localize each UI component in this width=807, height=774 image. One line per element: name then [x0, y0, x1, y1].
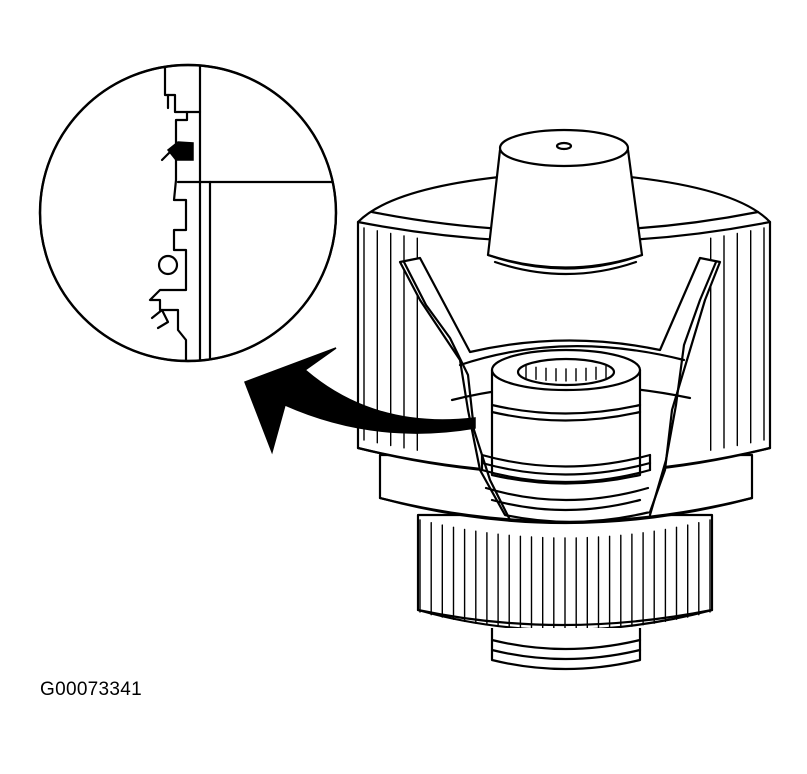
seal-installer-tool [486, 128, 644, 276]
seal-ring [480, 453, 652, 484]
figure-id-label: G00073341 [40, 679, 143, 700]
drum-splines [363, 227, 765, 451]
callout-arrow [244, 347, 476, 455]
lower-hub-splines [419, 519, 711, 631]
detail-section-view [148, 65, 336, 361]
detail-magnifier [38, 63, 338, 363]
input-shaft [480, 348, 652, 512]
shaft-inner-splines [525, 365, 607, 382]
lower-hub [416, 513, 714, 671]
